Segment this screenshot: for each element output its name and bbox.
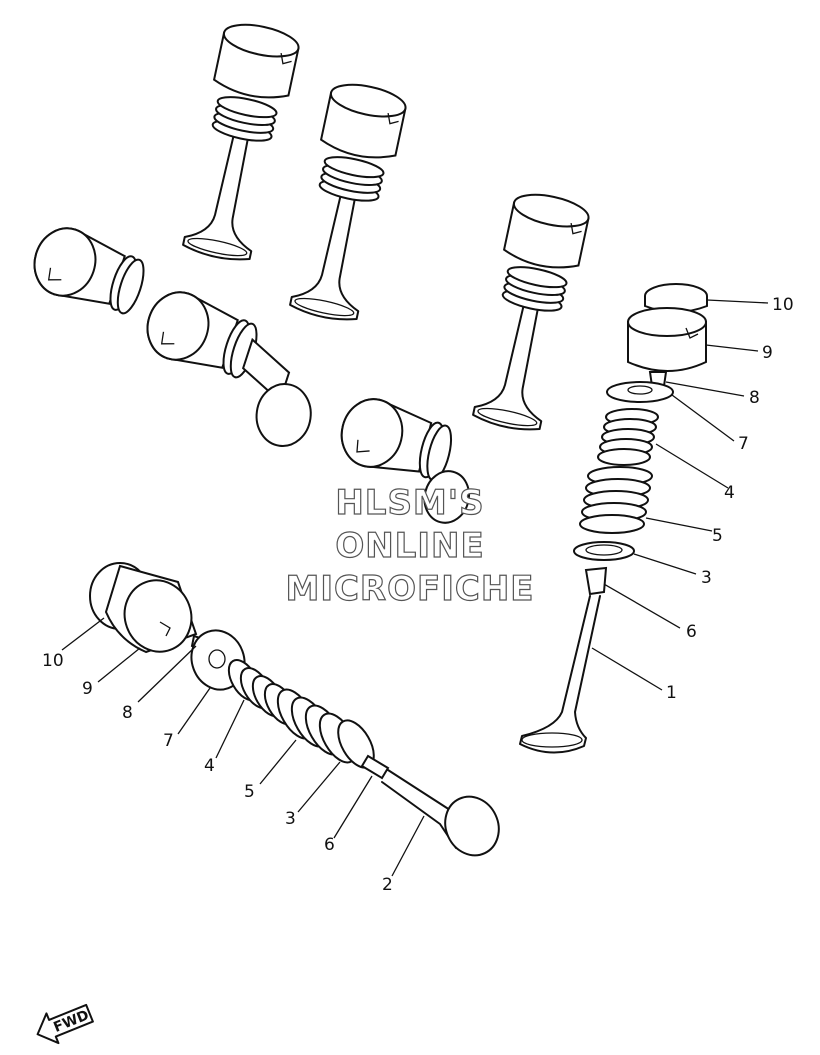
- watermark-line-3: MICROFICHE: [285, 569, 534, 609]
- watermark-line-1: HLSM'S: [335, 483, 484, 523]
- callout-9-left: 9: [82, 679, 93, 699]
- valve-assembly-lying-3: [333, 391, 470, 524]
- fwd-arrow-icon: FWD: [36, 1003, 94, 1045]
- valve-assembly-top-1: [177, 18, 303, 266]
- callout-4-right: 4: [724, 483, 735, 503]
- callout-8-left: 8: [122, 703, 133, 723]
- callouts-right: 10 9 8 7 4 5 3 6 1: [666, 295, 794, 703]
- valve-assembly-lying-1: [24, 219, 153, 321]
- callout-7-left: 7: [163, 731, 174, 751]
- watermark: HLSM'S ONLINE MICROFICHE: [285, 482, 534, 609]
- callouts-left: 10 9 8 7 4 5 3 6 2: [42, 651, 393, 895]
- exploded-valve-right: [519, 283, 708, 754]
- callout-5-right: 5: [712, 526, 723, 546]
- callout-3-right: 3: [701, 568, 712, 588]
- leader-lines-right: [591, 299, 769, 691]
- valve-assembly-top-2: [284, 78, 410, 326]
- callout-2-left: 2: [382, 875, 393, 895]
- callout-1-right: 1: [666, 683, 677, 703]
- callout-9-right: 9: [762, 343, 773, 363]
- leader-lines-left: [61, 617, 425, 877]
- valve-assembly-lying-2: [137, 283, 312, 447]
- callout-5-left: 5: [244, 782, 255, 802]
- callout-10-right: 10: [772, 295, 794, 315]
- watermark-line-2: ONLINE: [335, 526, 484, 566]
- callout-4-left: 4: [204, 756, 215, 776]
- callout-7-right: 7: [738, 434, 749, 454]
- callout-6-right: 6: [686, 622, 697, 642]
- callout-3-left: 3: [285, 809, 296, 829]
- valve-assembly-right-3: [467, 188, 593, 436]
- callout-6-left: 6: [324, 835, 335, 855]
- callout-10-left: 10: [42, 651, 64, 671]
- exploded-valve-left: [89, 562, 500, 857]
- callout-8-right: 8: [749, 388, 760, 408]
